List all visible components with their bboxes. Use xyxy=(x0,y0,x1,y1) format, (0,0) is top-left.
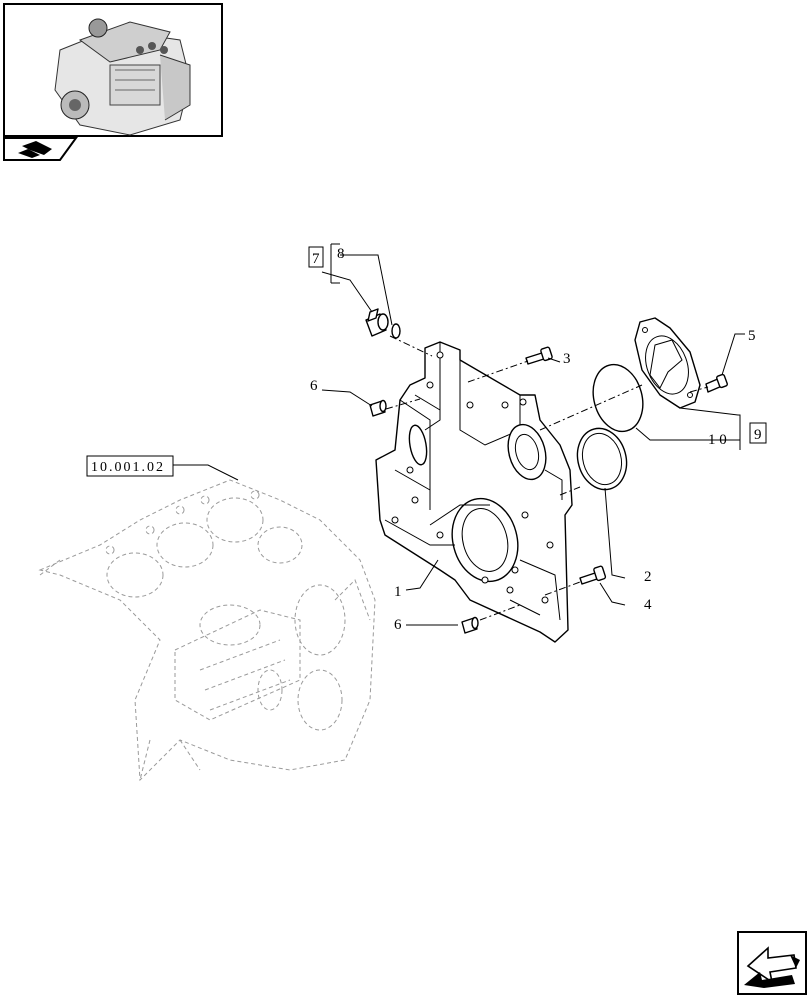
callout-3[interactable]: 3 xyxy=(563,351,571,367)
callout-box-7[interactable] xyxy=(308,246,324,268)
callout-6-upper[interactable]: 6 xyxy=(310,378,318,394)
dowel-pin-part-6a[interactable] xyxy=(369,399,387,417)
oil-pump-housing-part[interactable] xyxy=(634,317,701,409)
dowel-pin-part-6b[interactable] xyxy=(461,616,479,634)
callout-1[interactable]: 1 xyxy=(394,584,402,600)
callout-10[interactable]: 1 0 xyxy=(708,432,727,448)
bolt-part-3[interactable] xyxy=(525,346,553,365)
leader-lines xyxy=(172,243,745,626)
callout-group-9-10: 1 0 9 xyxy=(708,422,767,448)
seal-ring-part-2[interactable] xyxy=(571,423,633,495)
reference-block-label: 10.001.02 xyxy=(91,460,165,475)
section-tab-icon[interactable] xyxy=(3,137,78,161)
callout-4[interactable]: 4 xyxy=(644,597,652,613)
plug-part-8[interactable] xyxy=(365,308,389,337)
o-ring-part-10[interactable] xyxy=(586,359,650,437)
washer-part-8[interactable] xyxy=(391,323,401,339)
callout-8: 8 xyxy=(337,246,345,262)
callout-7: 7 xyxy=(312,251,320,267)
callout-box-9[interactable] xyxy=(749,422,767,444)
engine-thumbnail-icon[interactable] xyxy=(3,3,223,137)
screw-part-5[interactable] xyxy=(705,373,728,393)
callout-6-lower[interactable]: 6 xyxy=(394,617,402,633)
timing-cover-part[interactable] xyxy=(375,341,573,643)
callout-9: 9 xyxy=(754,427,762,443)
bolt-part-4[interactable] xyxy=(579,565,607,585)
callout-group-7-8: 7 8 xyxy=(308,246,345,268)
engine-block-ghost xyxy=(38,479,376,782)
assembly-axes xyxy=(385,335,709,621)
callout-5[interactable]: 5 xyxy=(748,328,756,344)
reference-block-link[interactable]: 10.001.02 xyxy=(86,455,174,477)
callout-2[interactable]: 2 xyxy=(644,569,652,585)
next-page-arrow-icon[interactable] xyxy=(737,931,807,995)
